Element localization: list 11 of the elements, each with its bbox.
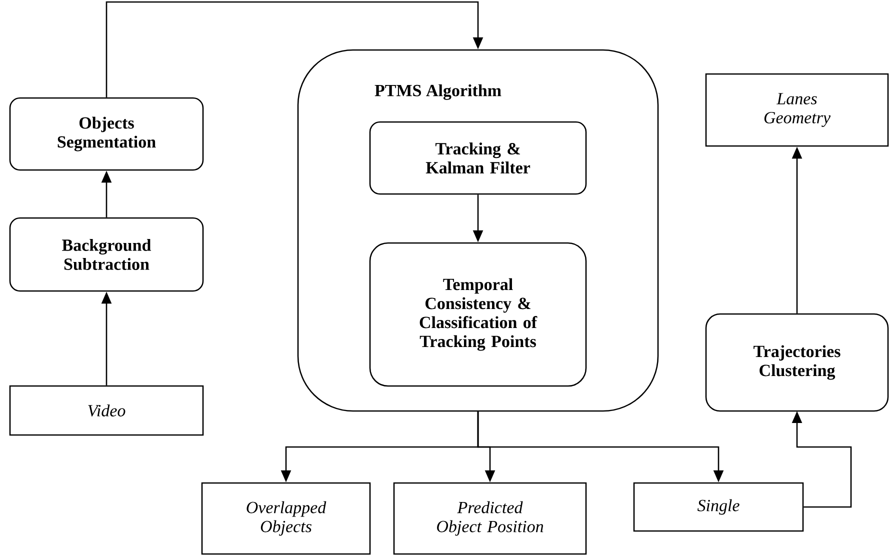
data-box: Overlapped Objects xyxy=(201,482,371,555)
process-box: Trajectories Clustering xyxy=(705,313,889,412)
data-box: Single xyxy=(633,482,804,532)
data-box: Predicted Object Position xyxy=(393,482,587,555)
data-box: Lanes Geometry xyxy=(705,73,889,147)
process-box: Temporal Consistency & Classification of Tracking Points xyxy=(369,242,587,387)
process-box: Background Subtraction xyxy=(9,217,204,292)
arrow xyxy=(106,1,484,98)
process-box: Tracking & Kalman Filter xyxy=(369,121,587,195)
data-box: Video xyxy=(9,385,204,436)
process-box: Objects Segmentation xyxy=(9,97,204,171)
